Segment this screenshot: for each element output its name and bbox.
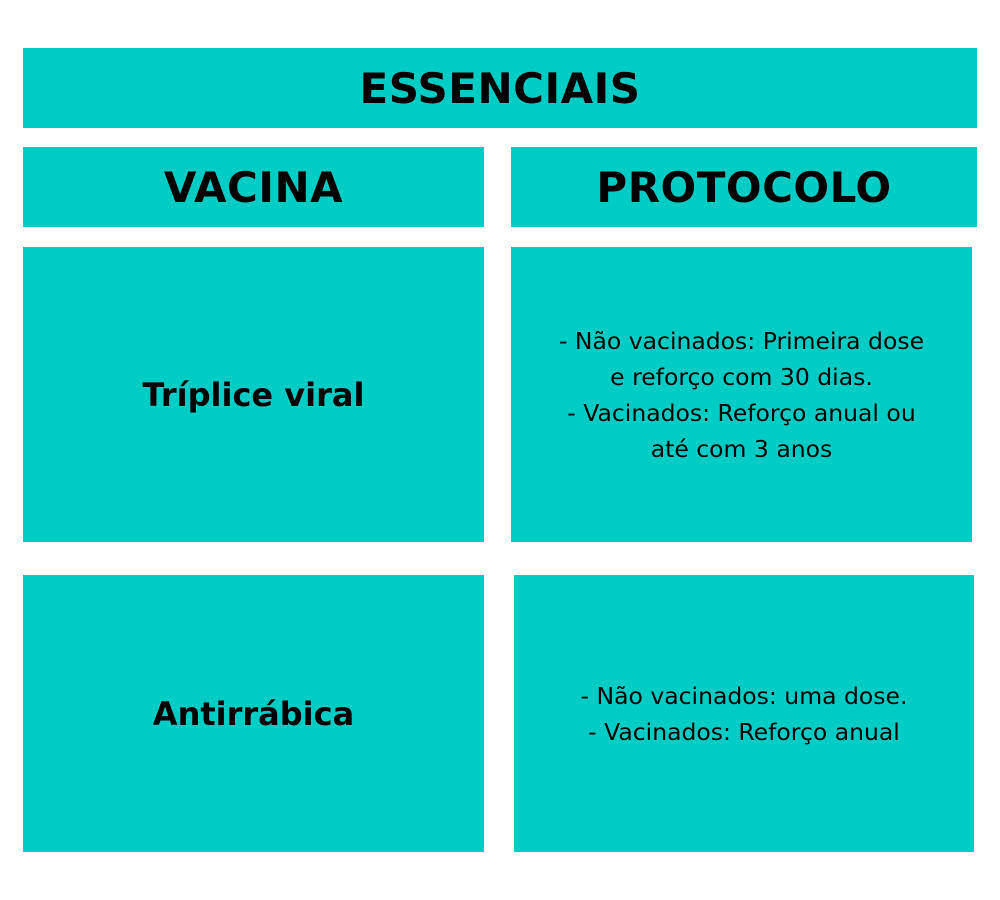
vaccine-name: Antirrábica <box>152 694 355 733</box>
protocol-cell-triplice-viral: - Não vacinados: Primeira dose e reforço… <box>511 247 972 542</box>
table-title-box: ESSENCIAIS <box>23 48 977 128</box>
protocol-line: até com 3 anos <box>650 434 833 463</box>
protocol-line: - Não vacinados: uma dose. <box>580 681 908 710</box>
vaccine-cell-antirrabica: Antirrábica <box>23 575 484 852</box>
protocol-line: - Vacinados: Reforço anual ou <box>567 398 916 427</box>
protocol-text: - Não vacinados: uma dose. - Vacinados: … <box>559 678 930 750</box>
protocol-text: - Não vacinados: Primeira dose e reforço… <box>537 323 946 467</box>
column-header-protocolo: PROTOCOLO <box>511 147 977 227</box>
protocol-line: - Não vacinados: Primeira dose <box>558 326 925 355</box>
table-title: ESSENCIAIS <box>359 63 641 113</box>
vaccine-name: Tríplice viral <box>142 375 365 414</box>
vaccine-cell-triplice-viral: Tríplice viral <box>23 247 484 542</box>
protocol-cell-antirrabica: - Não vacinados: uma dose. - Vacinados: … <box>514 575 974 852</box>
protocol-line: e reforço com 30 dias. <box>610 362 873 391</box>
protocol-line: - Vacinados: Reforço anual <box>588 717 900 746</box>
column-header-vacina: VACINA <box>23 147 484 227</box>
column-header-protocolo-label: PROTOCOLO <box>596 162 892 212</box>
column-header-vacina-label: VACINA <box>163 162 344 212</box>
